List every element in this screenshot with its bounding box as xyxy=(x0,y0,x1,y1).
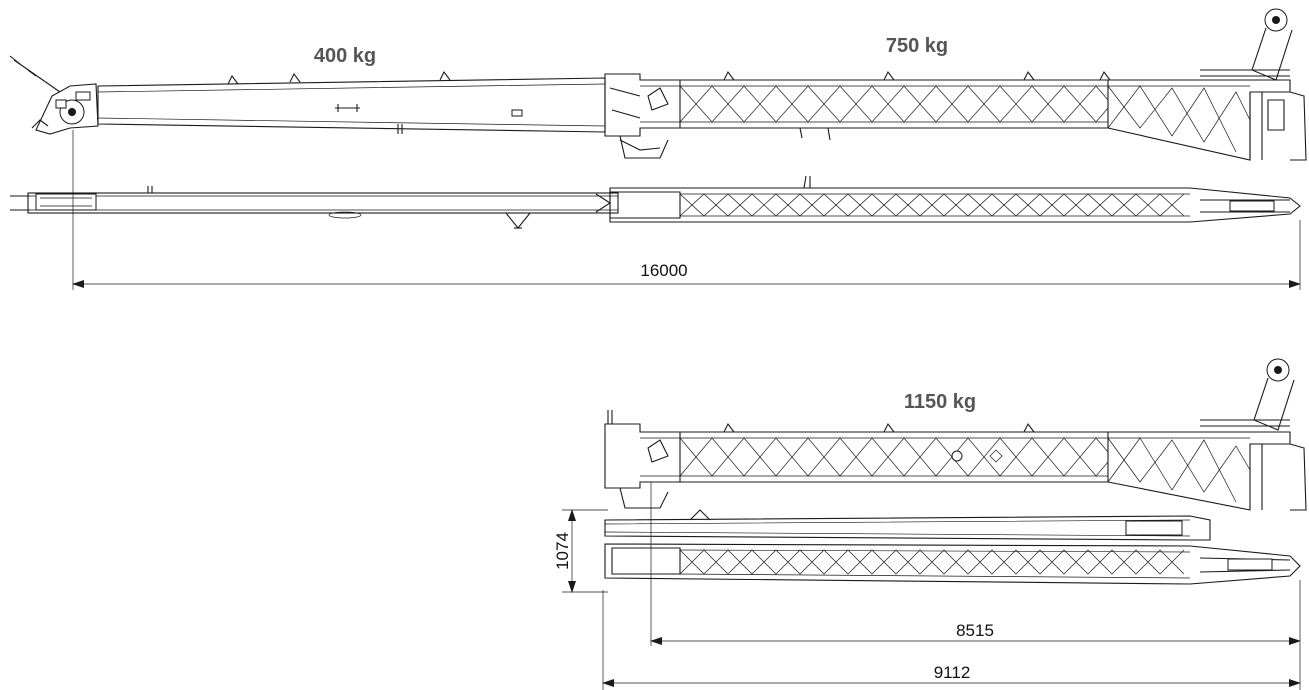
folded-jib-elevation xyxy=(604,358,1307,511)
dimension-folded-height: 1074 xyxy=(553,509,608,593)
folded-jib-tip-section xyxy=(604,509,1211,541)
weight-jib-base: 750 kg xyxy=(886,35,948,57)
tip-section xyxy=(97,77,606,133)
weight-jib-tip: 400 kg xyxy=(314,45,376,67)
folded-jib-plan xyxy=(604,543,1301,585)
extended-jib-plan xyxy=(10,175,1301,229)
dim-9112: 9112 xyxy=(934,663,971,682)
top-pulley xyxy=(1200,8,1293,81)
dimension-folded-length: 9112 xyxy=(602,590,1301,690)
jib-tip-head xyxy=(9,55,99,135)
dim-1074: 1074 xyxy=(553,532,572,570)
dimension-total-length: 16000 xyxy=(72,130,1301,290)
extended-jib-elevation xyxy=(9,8,1307,161)
dim-16000: 16000 xyxy=(640,261,687,280)
weight-folded: 1150 kg xyxy=(904,391,976,413)
dimension-inner-length: 8515 xyxy=(650,482,1301,690)
dim-8515: 8515 xyxy=(956,621,994,640)
base-lattice-section xyxy=(604,73,1307,161)
